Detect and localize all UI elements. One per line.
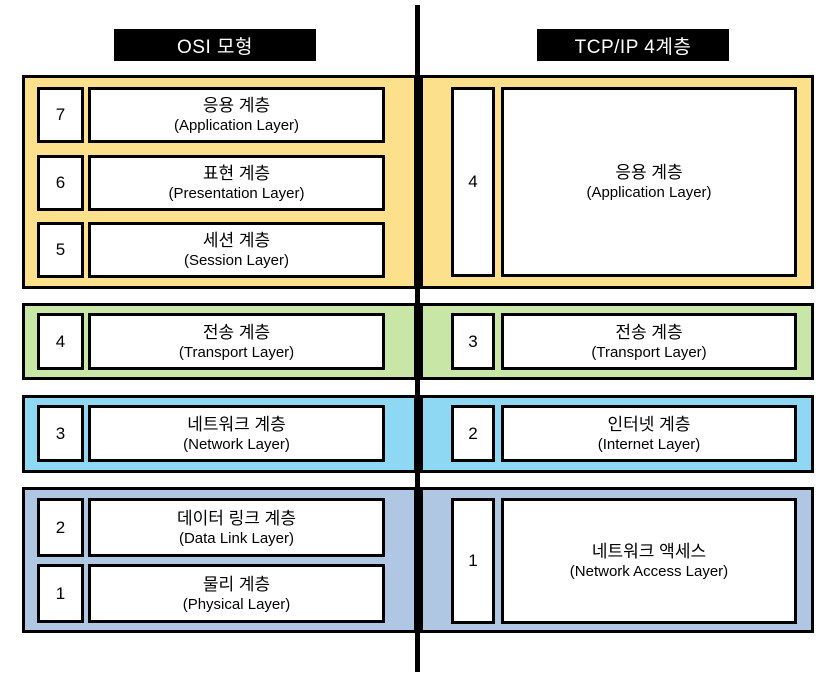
tcpip-layer2-label: 인터넷 계층 (Internet Layer) xyxy=(501,405,797,462)
layer-number-text: 1 xyxy=(55,583,66,603)
osi-layer5-number: 5 xyxy=(37,222,84,278)
vertical-divider-line xyxy=(415,5,420,672)
layer-number-text: 2 xyxy=(468,423,478,443)
tcpip-model-header-label: TCP/IP 4계층 xyxy=(574,36,692,58)
layer-name-ko: 표현 계층 xyxy=(202,164,271,183)
osi-layer4-number: 4 xyxy=(37,313,84,370)
layer-name-ko: 물리 계층 xyxy=(202,574,271,594)
tcpip-band-application: 4 응용 계층 (Application Layer) xyxy=(420,75,814,289)
osi-layer2-label: 데이터 링크 계층 (Data Link Layer) xyxy=(88,498,385,557)
tcpip-band-network-access: 1 네트워크 액세스 (Network Access Layer) xyxy=(420,487,814,633)
layer-name-en: (Presentation Layer) xyxy=(168,185,305,202)
osi-layer3-number: 3 xyxy=(37,405,84,462)
tcpip-layer4-label: 응용 계층 (Application Layer) xyxy=(501,87,797,277)
layer-name-en: (Session Layer) xyxy=(183,252,290,269)
layer-number-text: 2 xyxy=(55,517,66,537)
layer-name-en: (Data Link Layer) xyxy=(178,529,295,547)
osi-band-network: 3 네트워크 계층 (Network Layer) xyxy=(22,395,417,473)
tcpip-layer2-number: 2 xyxy=(451,405,495,462)
tcpip-model-header: TCP/IP 4계층 xyxy=(537,29,729,61)
layer-name-ko: 전송 계층 xyxy=(202,322,271,342)
tcpip-layer4-number: 4 xyxy=(451,87,495,277)
tcpip-layer3-label: 전송 계층 (Transport Layer) xyxy=(501,313,797,370)
osi-layer5-label: 세션 계층 (Session Layer) xyxy=(88,222,385,278)
layer-name-en: (Internet Layer) xyxy=(597,435,701,453)
tcpip-layer1-label: 네트워크 액세스 (Network Access Layer) xyxy=(501,498,797,624)
layer-number-text: 4 xyxy=(55,331,66,351)
layer-name-en: (Network Access Layer) xyxy=(569,563,729,580)
layer-name-en: (Network Layer) xyxy=(183,435,290,453)
layer-number-text: 4 xyxy=(468,172,478,191)
layer-name-en: (Application Layer) xyxy=(586,184,712,201)
layer-name-en: (Physical Layer) xyxy=(182,595,291,613)
osi-layer1-label: 물리 계층 (Physical Layer) xyxy=(88,564,385,623)
layer-name-ko: 네트워크 액세스 xyxy=(591,542,707,561)
layer-number-text: 5 xyxy=(55,240,66,259)
osi-layer4-label: 전송 계층 (Transport Layer) xyxy=(88,313,385,370)
osi-band-application-group: 7 응용 계층 (Application Layer) 6 표현 계층 (Pre… xyxy=(22,75,417,289)
layer-number-text: 6 xyxy=(55,173,66,192)
tcpip-band-internet: 2 인터넷 계층 (Internet Layer) xyxy=(420,395,814,473)
tcpip-band-transport: 3 전송 계층 (Transport Layer) xyxy=(420,303,814,380)
layer-number-text: 3 xyxy=(55,423,66,443)
tcpip-layer1-number: 1 xyxy=(451,498,495,624)
osi-band-datalink-physical: 2 데이터 링크 계층 (Data Link Layer) 1 물리 계층 (P… xyxy=(22,487,417,633)
layer-name-ko: 네트워크 계층 xyxy=(187,414,286,434)
layer-name-en: (Application Layer) xyxy=(173,117,300,134)
osi-layer7-label: 응용 계층 (Application Layer) xyxy=(88,87,385,143)
layer-name-en: (Transport Layer) xyxy=(178,343,295,361)
layer-name-ko: 응용 계층 xyxy=(202,96,271,115)
layer-name-ko: 세션 계층 xyxy=(202,231,271,250)
layer-name-ko: 응용 계층 xyxy=(615,163,683,182)
layer-number-text: 1 xyxy=(468,551,478,570)
osi-layer6-label: 표현 계층 (Presentation Layer) xyxy=(88,155,385,211)
layer-name-ko: 인터넷 계층 xyxy=(607,414,691,434)
osi-model-header-label: OSI 모형 xyxy=(177,36,253,58)
osi-model-header: OSI 모형 xyxy=(114,29,316,61)
layer-name-ko: 전송 계층 xyxy=(615,322,683,342)
osi-layer6-number: 6 xyxy=(37,155,84,211)
osi-layer3-label: 네트워크 계층 (Network Layer) xyxy=(88,405,385,462)
layer-name-en: (Transport Layer) xyxy=(591,343,707,361)
layer-name-ko: 데이터 링크 계층 xyxy=(177,508,296,528)
layer-number-text: 7 xyxy=(55,105,66,124)
layer-number-text: 3 xyxy=(468,331,478,351)
osi-layer2-number: 2 xyxy=(37,498,84,557)
osi-layer1-number: 1 xyxy=(37,564,84,623)
osi-layer7-number: 7 xyxy=(37,87,84,143)
tcpip-layer3-number: 3 xyxy=(451,313,495,370)
osi-band-transport: 4 전송 계층 (Transport Layer) xyxy=(22,303,417,380)
